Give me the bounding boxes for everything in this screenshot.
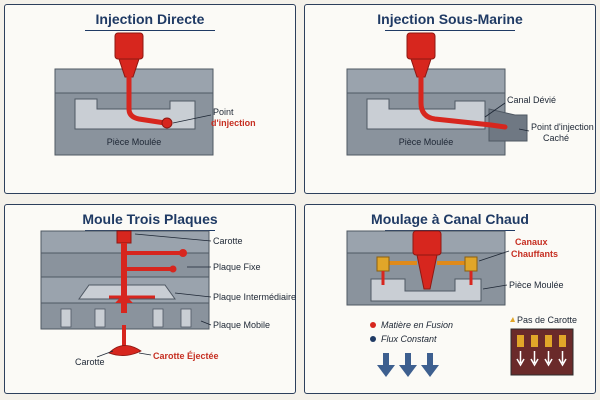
flow-arrows: [377, 353, 439, 377]
part-label: Pièce Moulée: [399, 137, 454, 147]
ejector-slot: [152, 308, 164, 328]
hot-runners-label-line2: Chauffants: [511, 249, 558, 259]
ejector-slot: [94, 308, 106, 328]
sprue-head: [116, 230, 132, 244]
nozzle-tip: [416, 254, 438, 290]
mold-cavity: [370, 278, 482, 302]
deflected-channel: [418, 74, 508, 130]
injection-nozzle: [406, 32, 436, 60]
hidden-gate-block: [488, 108, 528, 142]
legend-melt-dot: [370, 322, 376, 328]
gate-drop: [115, 297, 133, 303]
down-arrow-icon: [377, 353, 395, 377]
hidden-point-label-line1: Point d'injection: [531, 122, 594, 132]
panel-moulage-canal-chaud: Moulage à Canal Chaud Canaux Chauffants …: [304, 204, 596, 394]
leader-line: [138, 352, 152, 356]
down-arrow-icon: [530, 351, 539, 367]
ejected-sprue-rod: [122, 325, 126, 347]
no-sprue-label: Pas de Carotte: [517, 315, 577, 325]
down-arrow-icon: [516, 351, 525, 367]
leader-line: [172, 114, 212, 124]
sprue-label: Carotte: [213, 236, 243, 246]
hot-nozzle-icon: [559, 335, 566, 347]
sprue-channel: [121, 243, 127, 313]
ejected-sprue-blob: [108, 345, 142, 356]
part-label: Pièce Moulée: [509, 280, 564, 290]
panel-injection-directe: Injection Directe Point d'injection Pièc…: [4, 4, 296, 194]
middle-plate-label: Plaque Intermédiaire: [213, 292, 296, 302]
nozzle-tip: [410, 58, 432, 78]
channel-label: Canal Dévié: [507, 95, 556, 105]
injection-point: [161, 117, 173, 129]
legend-melt-label: Matière en Fusion: [381, 320, 453, 330]
moving-plate-label: Plaque Mobile: [213, 320, 270, 330]
leader-line: [134, 233, 212, 242]
down-arrow-icon: [399, 353, 417, 377]
hot-runner-illustration: Canaux Chauffants Pièce Moulée Matière e…: [346, 230, 577, 377]
spark-icon: [510, 317, 515, 322]
injection-label: d'injection: [211, 118, 256, 128]
leader-line: [200, 320, 212, 326]
panel-title: Moule Trois Plaques: [5, 211, 295, 231]
nozzle-tip: [118, 58, 140, 78]
panel-injection-sous-marine: Injection Sous-Marine Canal Dévié Point …: [304, 4, 596, 194]
leader-line: [174, 292, 212, 298]
leader-line: [478, 250, 510, 262]
down-arrow-icon: [558, 351, 567, 367]
three-plate-mold-illustration: Carotte Plaque Fixe Plaque Intermédiaire…: [40, 230, 296, 367]
hot-nozzle-icon: [517, 335, 524, 347]
hot-nozzle-icon: [531, 335, 538, 347]
injection-nozzle: [114, 32, 144, 60]
legend-flow-dot: [370, 336, 376, 342]
ejected-label: Carotte Éjectée: [153, 351, 219, 361]
no-sprue-nozzles: [516, 335, 567, 367]
part-label: Pièce Moulée: [107, 137, 162, 147]
point-label: Point: [213, 107, 234, 117]
panel-title: Injection Directe: [5, 11, 295, 31]
hot-runners-label-line1: Canaux: [515, 237, 548, 247]
panel-title: Injection Sous-Marine: [305, 11, 595, 31]
hidden-point-label-line2: Caché: [543, 133, 569, 143]
heater-left: [376, 256, 390, 272]
leader-line-gate: [518, 128, 530, 132]
leader-line: [482, 284, 508, 290]
melt-flow: [126, 74, 168, 126]
fixed-plate-label: Plaque Fixe: [213, 262, 261, 272]
injection-nozzle: [412, 230, 442, 256]
runner-end-fixed: [169, 265, 177, 273]
down-arrow-icon: [544, 351, 553, 367]
hot-nozzle-icon: [545, 335, 552, 347]
runner-end-top: [179, 249, 187, 257]
direct-injection-illustration: Point d'injection Pièce Moulée: [54, 32, 256, 156]
legend-flow-label: Flux Constant: [381, 334, 437, 344]
panel-moule-trois-plaques: Moule Trois Plaques Carotte Plaque F: [4, 204, 296, 394]
panel-title: Moulage à Canal Chaud: [305, 211, 595, 231]
leader-line: [96, 350, 114, 358]
submarine-injection-illustration: Canal Dévié Point d'injection Caché Pièc…: [346, 32, 594, 156]
leader-line-channel: [484, 102, 506, 118]
sprue-bottom-label: Carotte: [75, 357, 105, 367]
down-arrow-icon: [421, 353, 439, 377]
ejector-slot: [180, 308, 192, 328]
ejector-slot: [60, 308, 72, 328]
heater-right: [464, 256, 478, 272]
